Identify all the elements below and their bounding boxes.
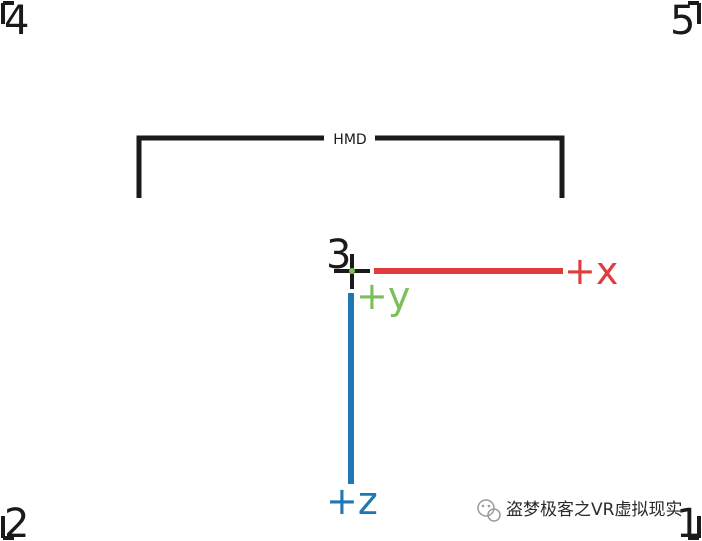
corner-marker-top-left: 4 xyxy=(1,0,29,44)
corner-number-4: 4 xyxy=(4,0,29,44)
hmd-bracket: HMD xyxy=(136,132,565,198)
hmd-label: HMD xyxy=(333,132,366,148)
y-axis-dot xyxy=(349,268,355,274)
corner-marker-bottom-left: 2 xyxy=(1,501,29,541)
wechat-icon xyxy=(477,499,501,522)
x-axis: +x xyxy=(374,249,618,293)
watermark-text: 盗梦极客之VR虚拟现实 xyxy=(506,500,682,520)
corner-number-2: 2 xyxy=(4,501,29,541)
y-axis: +y xyxy=(356,274,410,318)
z-axis-label: +z xyxy=(326,479,378,523)
corner-marker-bottom-right: 1 xyxy=(676,501,701,541)
corner-number-1: 1 xyxy=(676,501,701,541)
origin: 3 xyxy=(326,232,370,289)
hmd-bracket-right xyxy=(375,135,565,198)
x-axis-label: +x xyxy=(564,249,618,293)
y-axis-label: +y xyxy=(356,274,410,318)
watermark: 盗梦极客之VR虚拟现实 xyxy=(477,499,682,522)
z-axis: +z xyxy=(326,293,378,523)
corner-marker-top-right: 5 xyxy=(670,0,701,44)
hmd-bracket-left xyxy=(136,135,324,198)
corner-number-5: 5 xyxy=(670,0,695,44)
